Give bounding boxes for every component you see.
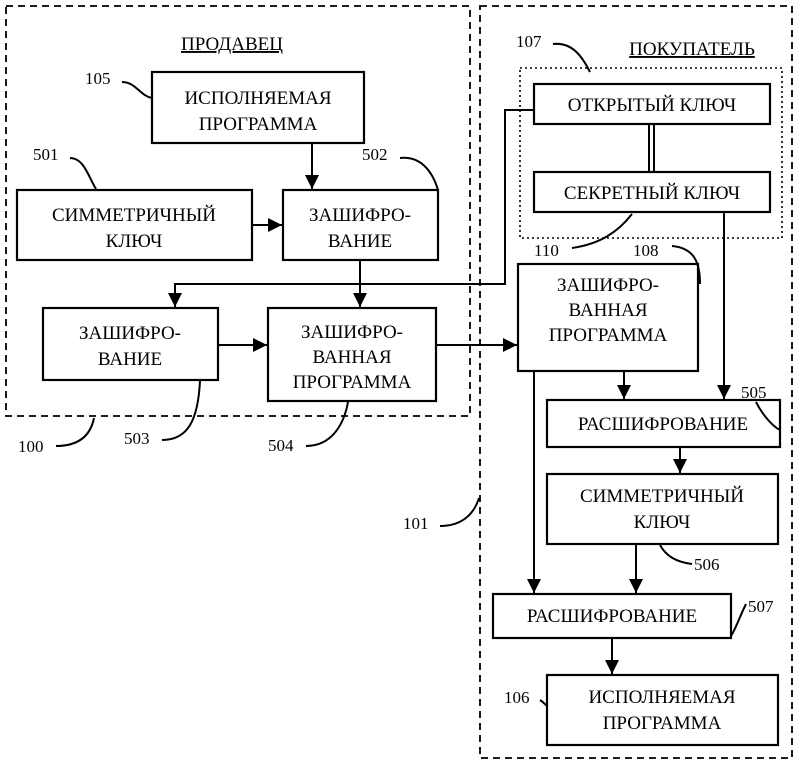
leader-504: [306, 402, 348, 446]
buyer-symmetric-key-block: СИММЕТРИЧНЫЙ КЛЮЧ: [547, 474, 778, 544]
leader-100: [56, 418, 94, 446]
seller-encryption-block-503: ЗАШИФРО- ВАНИЕ: [43, 308, 218, 380]
buyer-executable-line1: ИСПОЛНЯЕМАЯ: [588, 687, 735, 708]
ref-507: 507: [748, 597, 774, 616]
seller-title: ПРОДАВЕЦ: [181, 34, 283, 55]
ref-501: 501: [33, 145, 59, 164]
ref-504: 504: [268, 436, 294, 455]
secret-key-block: СЕКРЕТНЫЙ КЛЮЧ: [534, 172, 770, 212]
seller-symmetric-key-block: СИММЕТРИЧНЫЙ КЛЮЧ: [17, 190, 252, 260]
seller-encrypt2-line2: ВАНИЕ: [98, 349, 162, 370]
seller-executable-program-block: ИСПОЛНЯЕМАЯ ПРОГРАММА: [152, 72, 364, 143]
seller-sym-key-line2: КЛЮЧ: [106, 231, 163, 252]
ref-110: 110: [534, 241, 559, 260]
public-key-block: ОТКРЫТЫЙ КЛЮЧ: [534, 84, 770, 124]
seller-enc-program-line3: ПРОГРАММА: [293, 372, 412, 393]
ref-503: 503: [124, 429, 150, 448]
ref-505: 505: [741, 383, 767, 402]
public-key-label: ОТКРЫТЫЙ КЛЮЧ: [568, 95, 737, 116]
seller-executable-line2: ПРОГРАММА: [199, 114, 318, 135]
seller-enc-program-line2: ВАННАЯ: [312, 347, 391, 368]
ref-106: 106: [504, 688, 530, 707]
buyer-sym-key-line2: КЛЮЧ: [634, 512, 691, 533]
leader-110: [572, 214, 632, 248]
buyer-enc-program-line1: ЗАШИФРО-: [557, 275, 659, 296]
leader-506: [660, 545, 692, 564]
buyer-sym-key-line1: СИММЕТРИЧНЫЙ: [580, 486, 744, 507]
seller-encrypt1-line1: ЗАШИФРО-: [309, 205, 411, 226]
leader-507: [731, 604, 746, 636]
seller-encrypt2-line1: ЗАШИФРО-: [79, 323, 181, 344]
buyer-encrypted-program-block: ЗАШИФРО- ВАННАЯ ПРОГРАММА: [518, 264, 698, 371]
leader-105: [122, 82, 152, 98]
seller-executable-line1: ИСПОЛНЯЕМАЯ: [184, 88, 331, 109]
buyer-executable-program-block: ИСПОЛНЯЕМАЯ ПРОГРАММА: [547, 675, 778, 745]
leader-502: [400, 158, 438, 190]
decrypt2-label: РАСШИФРОВАНИЕ: [527, 606, 697, 627]
buyer-title: ПОКУПАТЕЛЬ: [629, 39, 755, 60]
leader-503: [162, 381, 200, 440]
seller-sym-key-line1: СИММЕТРИЧНЫЙ: [52, 205, 216, 226]
leader-501: [70, 158, 96, 189]
ref-107: 107: [516, 32, 542, 51]
ref-108: 108: [633, 241, 659, 260]
buyer-enc-program-line2: ВАННАЯ: [568, 300, 647, 321]
decrypt1-label: РАСШИФРОВАНИЕ: [578, 414, 748, 435]
seller-encrypt1-line2: ВАНИЕ: [328, 231, 392, 252]
buyer-executable-line2: ПРОГРАММА: [603, 713, 722, 734]
decryption-block-505: РАСШИФРОВАНИЕ: [547, 400, 780, 447]
ref-101: 101: [403, 514, 429, 533]
secret-key-label: СЕКРЕТНЫЙ КЛЮЧ: [564, 183, 740, 204]
ref-100: 100: [18, 437, 44, 456]
seller-encrypted-program-block: ЗАШИФРО- ВАННАЯ ПРОГРАММА: [268, 308, 436, 401]
seller-enc-program-line1: ЗАШИФРО-: [301, 322, 403, 343]
decryption-block-507: РАСШИФРОВАНИЕ: [493, 594, 731, 638]
ref-502: 502: [362, 145, 388, 164]
buyer-enc-program-line3: ПРОГРАММА: [549, 325, 668, 346]
ref-506: 506: [694, 555, 720, 574]
leader-101: [440, 498, 479, 526]
seller-encryption-block-502: ЗАШИФРО- ВАНИЕ: [283, 190, 438, 260]
ref-105: 105: [85, 69, 111, 88]
